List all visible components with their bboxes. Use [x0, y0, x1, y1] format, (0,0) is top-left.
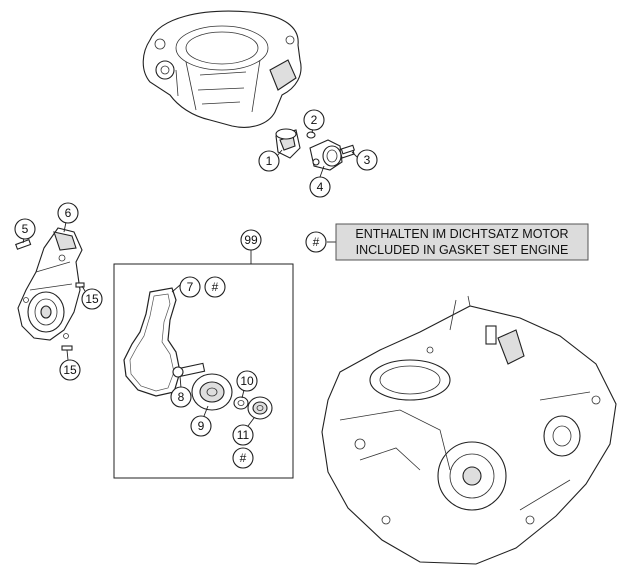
callout-15-bottom: 15 — [59, 359, 81, 381]
callout-8: 8 — [170, 386, 192, 408]
pump-gasket-drawing — [123, 287, 181, 397]
gasket-set-note: ENTHALTEN IM DICHTSATZ MOTOR INCLUDED IN… — [335, 223, 589, 261]
callout-11: 11 — [232, 424, 254, 446]
note-line-german: ENTHALTEN IM DICHTSATZ MOTOR — [355, 227, 568, 241]
screw-15-top-drawing — [75, 282, 85, 288]
callout-99: 99 — [240, 229, 262, 251]
callout-9: 9 — [190, 415, 212, 437]
callout-hash-legend: # — [305, 231, 327, 253]
svg-text:99: 99 — [244, 233, 258, 247]
svg-text:4: 4 — [317, 180, 324, 194]
thermostat-housing-drawing — [309, 139, 355, 171]
svg-text:3: 3 — [364, 153, 371, 167]
callouts: 1 2 3 4 5 6 15 15 99 7 # 8 9 10 11 # # — [14, 109, 378, 469]
engine-case-drawing — [321, 295, 617, 565]
callout-4: 4 — [309, 176, 331, 198]
svg-text:6: 6 — [65, 206, 72, 220]
kit-box-99 — [113, 263, 294, 479]
svg-text:9: 9 — [198, 419, 205, 433]
screw-3-drawing — [340, 144, 356, 155]
callout-hash-11: # — [232, 447, 254, 469]
svg-text:10: 10 — [240, 374, 254, 388]
shaft-8-drawing — [172, 362, 206, 378]
cylinder-drawing — [142, 10, 302, 128]
screw-5-drawing — [15, 239, 32, 250]
callout-15-top: 15 — [81, 288, 103, 310]
leader-lines — [22, 127, 358, 427]
screw-15-bottom-drawing — [61, 345, 73, 351]
callout-7: 7 — [179, 276, 201, 298]
note-box — [335, 223, 589, 261]
svg-text:#: # — [212, 280, 219, 294]
callout-hash-7: # — [204, 276, 226, 298]
callout-2: 2 — [303, 109, 325, 131]
seal-11-drawing — [247, 396, 273, 420]
svg-text:7: 7 — [187, 280, 194, 294]
svg-text:8: 8 — [178, 390, 185, 404]
svg-text:#: # — [240, 451, 247, 465]
svg-text:5: 5 — [22, 222, 29, 236]
svg-text:11: 11 — [237, 428, 250, 442]
callout-1: 1 — [258, 150, 280, 172]
water-pump-cover-drawing — [17, 227, 83, 341]
svg-text:15: 15 — [63, 363, 77, 377]
svg-text:1: 1 — [266, 154, 273, 168]
thermostat-drawing — [275, 128, 301, 159]
svg-text:#: # — [313, 235, 320, 249]
oring-small-drawing — [306, 131, 316, 139]
svg-text:15: 15 — [85, 292, 99, 306]
impeller-9-drawing — [191, 373, 233, 411]
note-line-english: INCLUDED IN GASKET SET ENGINE — [356, 243, 569, 257]
callout-3: 3 — [356, 149, 378, 171]
callout-6: 6 — [57, 202, 79, 224]
svg-text:2: 2 — [311, 113, 318, 127]
washer-10-drawing — [233, 396, 249, 410]
callout-5: 5 — [14, 218, 36, 240]
callout-10: 10 — [236, 370, 258, 392]
